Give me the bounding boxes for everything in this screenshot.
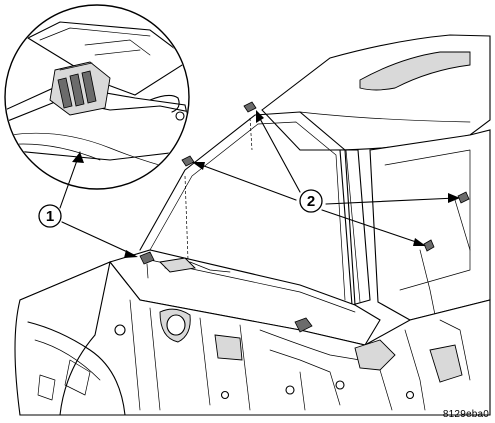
- callout-2-label: 2: [307, 193, 315, 210]
- leader-lines: [59, 110, 460, 258]
- spacer-clip-right-lower: [423, 239, 435, 252]
- callout-1-label: 1: [46, 208, 54, 225]
- alignment-clip: [139, 251, 155, 279]
- figure-id: 8129eba0: [442, 409, 489, 420]
- clip-center: [294, 317, 313, 333]
- spacer-clip-top: [243, 101, 257, 113]
- detail-inset: [4, 4, 190, 190]
- body-structure: [14, 261, 491, 416]
- roof-panel: [261, 34, 491, 151]
- callout-1: 1: [38, 204, 62, 228]
- a-pillar: [339, 149, 371, 306]
- spacer-clip-right-upper: [457, 191, 470, 204]
- callout-2: 2: [299, 189, 323, 213]
